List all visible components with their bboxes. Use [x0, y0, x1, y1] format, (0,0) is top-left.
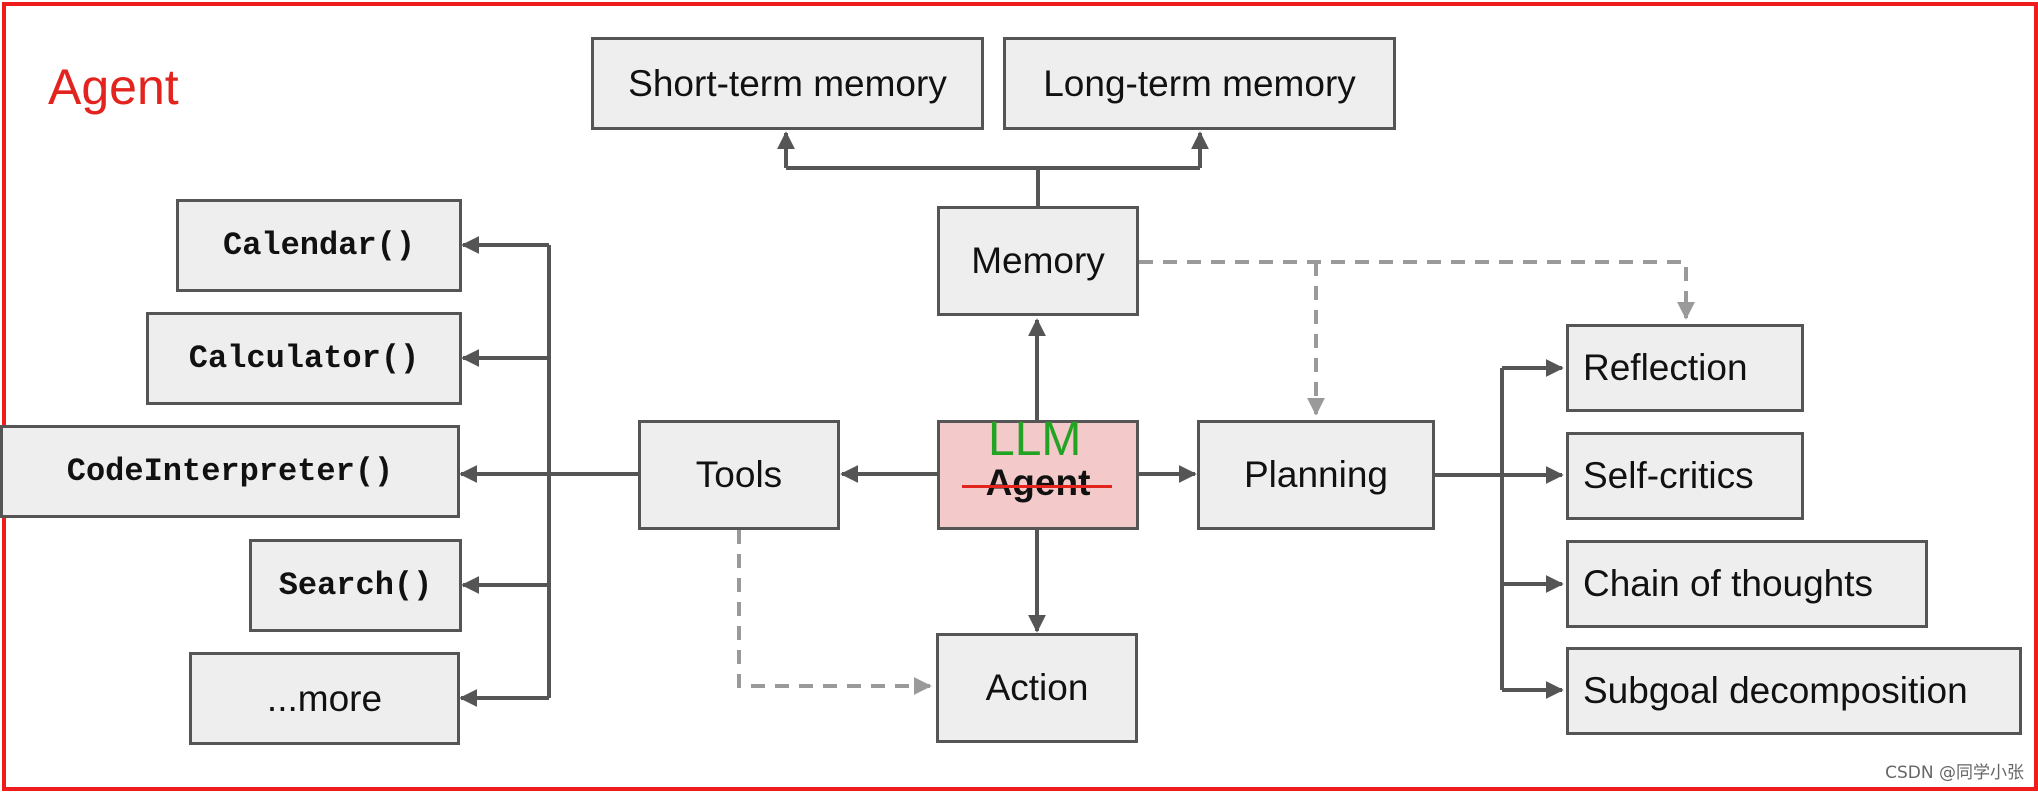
more-tools-node: ...more: [189, 652, 460, 745]
calculator-tool-node: Calculator(): [146, 312, 462, 405]
agent-struck-label: Agent: [961, 462, 1113, 504]
action-node: Action: [936, 633, 1138, 743]
short-term-memory-node: Short-term memory: [591, 37, 984, 130]
agent-node: Agent: [937, 420, 1139, 530]
tools-node: Tools: [638, 420, 840, 530]
search-tool-node: Search(): [249, 539, 462, 632]
diagram-title: Agent: [48, 59, 179, 115]
planning-node: Planning: [1197, 420, 1435, 530]
code-interpreter-tool-node: CodeInterpreter(): [0, 425, 460, 518]
calendar-tool-node: Calendar(): [176, 199, 462, 292]
dashed-tools-action: [737, 530, 932, 695]
memory-node: Memory: [937, 206, 1139, 316]
subgoal-decomposition-node: Subgoal decomposition: [1566, 647, 2022, 735]
agent-label: Agent: [985, 462, 1091, 503]
chain-of-thoughts-node: Chain of thoughts: [1566, 540, 1928, 628]
self-critics-node: Self-critics: [1566, 432, 1804, 520]
reflection-node: Reflection: [1566, 324, 1804, 412]
strikethrough-mark: [961, 484, 1113, 488]
dashed-memory-reflection: [1139, 260, 1695, 320]
llm-annotation: LLM: [988, 413, 1082, 466]
source-watermark: CSDN @同学小张: [1885, 763, 2024, 783]
long-term-memory-node: Long-term memory: [1003, 37, 1396, 130]
